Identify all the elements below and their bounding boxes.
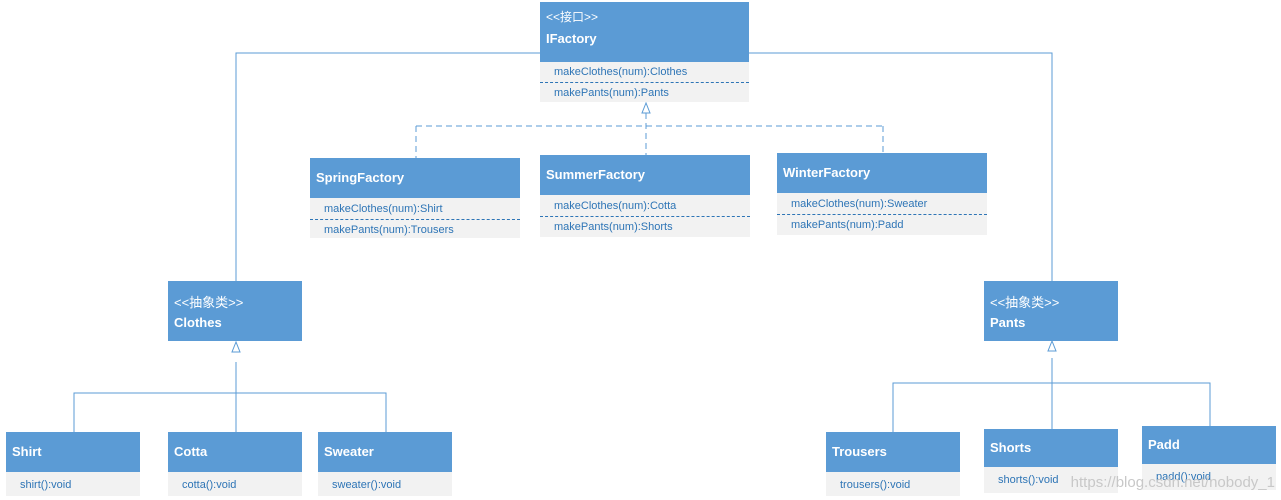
class-name: Pants	[990, 315, 1026, 330]
class-name: Trousers	[832, 444, 887, 459]
class-header: <<抽象类>> Clothes	[168, 281, 302, 341]
trousers-class-box: Trousers trousers():void	[826, 432, 960, 496]
class-header: Sweater	[318, 432, 452, 472]
watermark-text: https://blog.csdn.net/nobody_1	[1070, 474, 1275, 491]
class-methods: makeClothes(num):Cotta makePants(num):Sh…	[540, 195, 750, 237]
method-text: cotta():void	[182, 479, 237, 491]
method-text: makePants(num):Shorts	[554, 221, 673, 233]
class-methods: sweater():void	[318, 472, 452, 496]
clothes-abstract-box: <<抽象类>> Clothes	[168, 281, 302, 341]
class-name: Cotta	[174, 444, 208, 459]
class-name: Padd	[1148, 437, 1180, 452]
method-text: makePants(num):Trousers	[324, 224, 454, 236]
class-header: Shorts	[984, 429, 1118, 467]
class-methods: makeClothes(num):Sweater makePants(num):…	[777, 193, 987, 235]
class-header: WinterFactory	[777, 153, 987, 193]
class-header: Cotta	[168, 432, 302, 472]
class-methods: makeClothes(num):Shirt makePants(num):Tr…	[310, 198, 520, 238]
method-text: padd():void	[1156, 471, 1212, 483]
winter-factory-box: WinterFactory makeClothes(num):Sweater m…	[777, 153, 987, 235]
interface-stereotype: <<接口>>	[546, 10, 599, 24]
class-methods: shorts():void	[984, 467, 1118, 493]
shorts-class-box: Shorts shorts():void	[984, 429, 1118, 493]
class-name: SpringFactory	[316, 170, 405, 185]
class-methods: cotta():void	[168, 472, 302, 496]
class-name: SummerFactory	[546, 167, 645, 182]
cotta-class-box: Cotta cotta():void	[168, 432, 302, 496]
pants-inheritance-lines	[892, 358, 1211, 432]
method-text: shorts():void	[998, 474, 1059, 486]
clothes-inheritance-lines	[73, 362, 387, 432]
method-text: sweater():void	[332, 479, 402, 491]
class-name: Shirt	[12, 444, 42, 459]
abstract-stereotype: <<抽象类>>	[174, 295, 244, 310]
class-header: Padd	[1142, 426, 1276, 464]
method-text: makePants(num):Pants	[554, 87, 669, 99]
summer-factory-box: SummerFactory makeClothes(num):Cotta mak…	[540, 155, 750, 237]
method-text: makeClothes(num):Cotta	[540, 196, 750, 217]
interface-name: IFactory	[546, 31, 597, 46]
sweater-class-box: Sweater sweater():void	[318, 432, 452, 496]
realization-arrowhead	[641, 101, 651, 114]
pants-abstract-box: <<抽象类>> Pants	[984, 281, 1118, 341]
realization-lines	[415, 113, 884, 158]
spring-factory-box: SpringFactory makeClothes(num):Shirt mak…	[310, 158, 520, 238]
method-text: trousers():void	[840, 479, 911, 491]
ifactory-pants-link	[749, 52, 1053, 281]
ifactory-methods: makeClothes(num):Clothes makePants(num):…	[540, 62, 749, 102]
class-header: Trousers	[826, 432, 960, 472]
clothes-inheritance-arrowhead	[231, 340, 241, 353]
pants-inheritance-arrowhead	[1047, 339, 1057, 352]
class-name: Shorts	[990, 440, 1032, 455]
class-header: <<抽象类>> Pants	[984, 281, 1118, 341]
ifactory-header: <<接口>> IFactory	[540, 2, 749, 62]
ifactory-interface-box: <<接口>> IFactory makeClothes(num):Clothes…	[540, 2, 749, 102]
class-name: WinterFactory	[783, 165, 871, 180]
class-methods: padd():void	[1142, 464, 1276, 490]
method-text: makeClothes(num):Shirt	[310, 199, 520, 220]
shirt-class-box: Shirt shirt():void	[6, 432, 140, 496]
abstract-stereotype: <<抽象类>>	[990, 295, 1060, 310]
ifactory-clothes-link	[235, 52, 544, 281]
class-header: Shirt	[6, 432, 140, 472]
class-name: Clothes	[174, 315, 222, 330]
method-text: makeClothes(num):Sweater	[777, 194, 987, 215]
class-header: SummerFactory	[540, 155, 750, 195]
class-methods: shirt():void	[6, 472, 140, 496]
class-methods: trousers():void	[826, 472, 960, 496]
method-text: shirt():void	[20, 479, 72, 491]
padd-class-box: Padd padd():void	[1142, 426, 1276, 490]
method-text: makePants(num):Padd	[791, 219, 904, 231]
class-header: SpringFactory	[310, 158, 520, 198]
method-text: makeClothes(num):Clothes	[540, 62, 749, 83]
class-name: Sweater	[324, 444, 374, 459]
